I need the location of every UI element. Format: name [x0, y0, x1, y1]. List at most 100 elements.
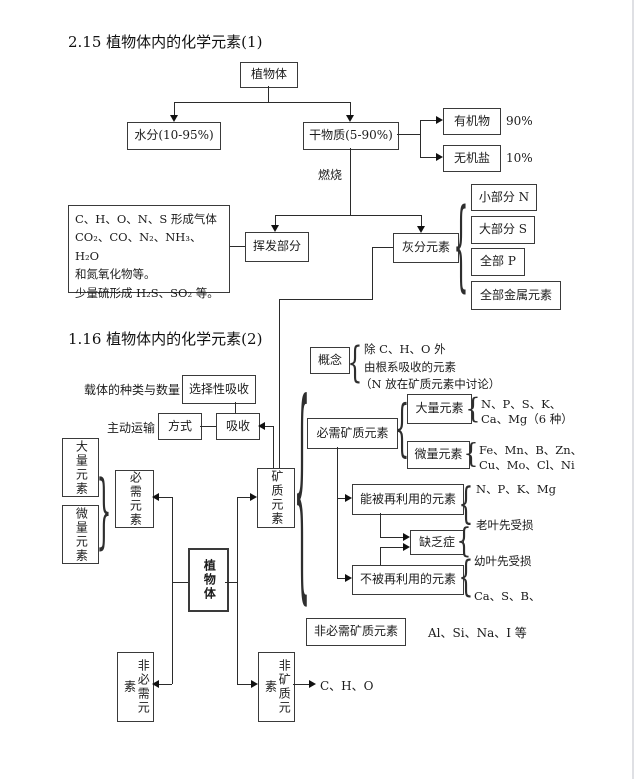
node-mode: 方式 [158, 413, 202, 440]
gas-note-box: C、H、O、N、S 形成气体 CO₂、CO、N₂、NH₃、H₂O 和氮氧化物等。… [68, 205, 230, 300]
old-leaf-label: 老叶先受损 [476, 518, 534, 532]
node-absorb: 吸收 [216, 413, 260, 440]
connector-line [273, 426, 274, 468]
node-selective-absorption: 选择性吸收 [182, 375, 256, 404]
node-ash-item: 全部金属元素 [471, 281, 561, 310]
node-macro-elements: 大量元素 [407, 394, 472, 424]
gas-note-line3: 和氮氧化物等。 [75, 267, 156, 282]
node-plant-body-2: 植物体 [188, 548, 229, 612]
node-micro-elements-left: 微量元素 [62, 505, 99, 564]
concept-line2: 由根系吸收的元素 [364, 360, 456, 374]
node-plant-body-1: 植物体 [240, 62, 298, 88]
arrow-right-icon [403, 533, 410, 541]
node-ash-item: 大部分 S [471, 216, 535, 244]
connector-line [337, 498, 346, 499]
node-deficiency: 缺乏症 [410, 530, 464, 555]
connector-line [293, 684, 310, 685]
arrow-left-icon [152, 493, 159, 501]
node-ash-item: 全部 P [471, 248, 525, 276]
connector-line [420, 120, 436, 121]
connector-line [380, 537, 404, 538]
connector-line [275, 215, 276, 226]
connector-line [225, 582, 237, 583]
organic-percentage: 90% [506, 114, 533, 128]
macro-elements-line1: N、P、S、K、 [481, 397, 562, 411]
gas-note-line2: CO₂、CO、N₂、NH₃、H₂O [75, 230, 202, 263]
cho-label: C、H、O [320, 679, 374, 693]
connector-line [279, 299, 373, 300]
connector-line [420, 157, 436, 158]
arrow-down-icon [346, 115, 354, 122]
node-water: 水分(10-95%) [127, 122, 221, 150]
arrow-right-icon [345, 574, 352, 582]
node-volatile-part: 挥发部分 [245, 232, 309, 262]
node-non-reusable-elements: 不被再利用的元素 [352, 565, 464, 595]
gas-note-line4: 少量硫形成 H₂S、SO₂ 等。 [75, 285, 219, 300]
arrow-right-icon [436, 153, 443, 161]
connector-line [237, 497, 251, 498]
node-mineral-elements: 矿质元素 [257, 468, 295, 528]
arrow-down-icon [170, 115, 178, 122]
node-concept: 概念 [310, 347, 350, 374]
connector-line [264, 426, 274, 427]
connector-line [158, 497, 172, 498]
connector-line [350, 148, 351, 215]
arrow-right-icon [251, 680, 258, 688]
node-macro-elements-left: 大量元素 [62, 438, 99, 497]
node-dry-matter: 干物质(5-90%) [303, 122, 399, 150]
connector-line [372, 247, 393, 248]
arrow-down-icon [417, 226, 425, 233]
section2-title: 1.16 植物体内的化学元素(2) [68, 330, 263, 348]
connector-line [200, 426, 216, 427]
arrow-right-icon [250, 493, 257, 501]
connector-line [275, 215, 422, 216]
young-leaf-label: 幼叶先受损 [474, 554, 532, 568]
concept-line3: （N 放在矿质元素中讨论） [360, 377, 501, 391]
non-reusable-elements-list: Ca、S、B、 [474, 589, 541, 603]
connector-line [380, 513, 381, 537]
connector-line [337, 578, 346, 579]
node-non-essential-mineral: 非必需矿质元素 [306, 618, 406, 646]
connector-line [174, 102, 175, 116]
macro-elements-line2: Ca、Mg（6 种） [481, 412, 573, 426]
connector-line [397, 134, 420, 135]
node-essential-elements: 必需元素 [115, 470, 154, 528]
brace-mineral [292, 353, 312, 635]
arrow-down-icon [271, 225, 279, 232]
node-essential-mineral: 必需矿质元素 [307, 418, 398, 449]
connector-line [237, 684, 252, 685]
connector-line [380, 547, 404, 548]
connector-line [224, 246, 245, 247]
connector-line [350, 102, 351, 116]
connector-line [372, 247, 373, 299]
node-ash-item: 小部分 N [471, 184, 537, 211]
arrow-left-icon [258, 422, 265, 430]
arrow-right-icon [436, 116, 443, 124]
node-organic: 有机物 [443, 108, 501, 135]
page-edge-line [632, 0, 634, 779]
connector-line [158, 684, 172, 685]
node-reusable-elements: 能被再利用的元素 [352, 484, 464, 515]
gas-note-line1: C、H、O、N、S 形成气体 [75, 212, 217, 226]
active-transport-label: 主动运输 [107, 421, 156, 435]
arrow-right-icon [309, 680, 316, 688]
connector-line [420, 120, 421, 158]
micro-elements-line1: Fe、Mn、B、Zn、 [479, 443, 583, 457]
burn-label: 燃烧 [318, 168, 343, 182]
connector-line [172, 582, 188, 583]
connector-line [174, 102, 351, 103]
concept-line1: 除 C、H、O 外 [364, 342, 446, 356]
arrow-right-icon [345, 494, 352, 502]
micro-elements-line2: Cu、Mo、Cl、Ni [479, 458, 575, 472]
connector-line [172, 497, 173, 684]
arrow-right-icon [403, 543, 410, 551]
node-non-essential-elements: 非必需元素 [117, 652, 154, 722]
connector-line [337, 447, 338, 578]
connector-line [279, 299, 280, 468]
node-inorganic-salt: 无机盐 [443, 145, 501, 172]
carrier-label: 载体的种类与数量 [84, 383, 181, 397]
arrow-left-icon [152, 680, 159, 688]
node-non-mineral-elements: 非矿质元素 [258, 652, 295, 722]
inorganic-percentage: 10% [506, 151, 533, 165]
